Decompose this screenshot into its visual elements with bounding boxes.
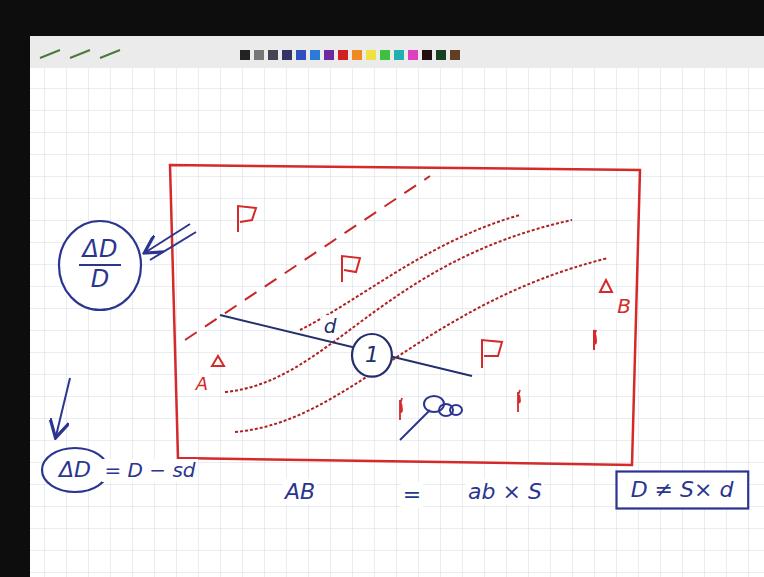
inequality-box: D ≠ S× d [615, 470, 750, 510]
region-outline [170, 165, 640, 465]
point-symbol [400, 390, 520, 420]
toolbar [30, 36, 764, 68]
flag-symbol [238, 206, 256, 232]
point-label: A [194, 374, 210, 395]
node-text: 1 [361, 342, 383, 367]
grid [30, 68, 764, 577]
node-text: ΔD [55, 457, 95, 482]
contour-line [300, 215, 520, 330]
paper [30, 36, 764, 577]
point-symbol [212, 356, 224, 366]
circle-outline [352, 334, 392, 377]
equation-text: = D − sd [102, 459, 197, 482]
distance-label: d [322, 315, 339, 338]
pointer-arrow [146, 224, 196, 260]
palette [40, 50, 460, 60]
circle-outline [59, 221, 141, 310]
node-text: D ≠ S× d [627, 477, 738, 502]
pointer-arrow [56, 378, 70, 436]
flag-symbol [342, 256, 360, 282]
contour-line [235, 258, 608, 432]
equation-text: ab × S [466, 479, 544, 504]
circle-outline [42, 448, 108, 492]
denominator: D [87, 266, 113, 294]
point-label: B [615, 295, 633, 318]
distance-line [220, 315, 472, 376]
callout-number: 1 [350, 332, 394, 379]
point-symbol [594, 330, 596, 350]
equation-text: = [401, 482, 423, 507]
contour-line [225, 220, 572, 392]
box-outline [616, 472, 748, 509]
numerator: ΔD [79, 236, 122, 266]
scribble-cluster [400, 396, 462, 440]
equation-text: AB [283, 479, 317, 504]
delta-circle: ΔD [40, 446, 110, 494]
flag-symbol [482, 340, 502, 368]
ratio-circle: ΔDD [57, 219, 143, 312]
point-symbol [600, 280, 612, 292]
